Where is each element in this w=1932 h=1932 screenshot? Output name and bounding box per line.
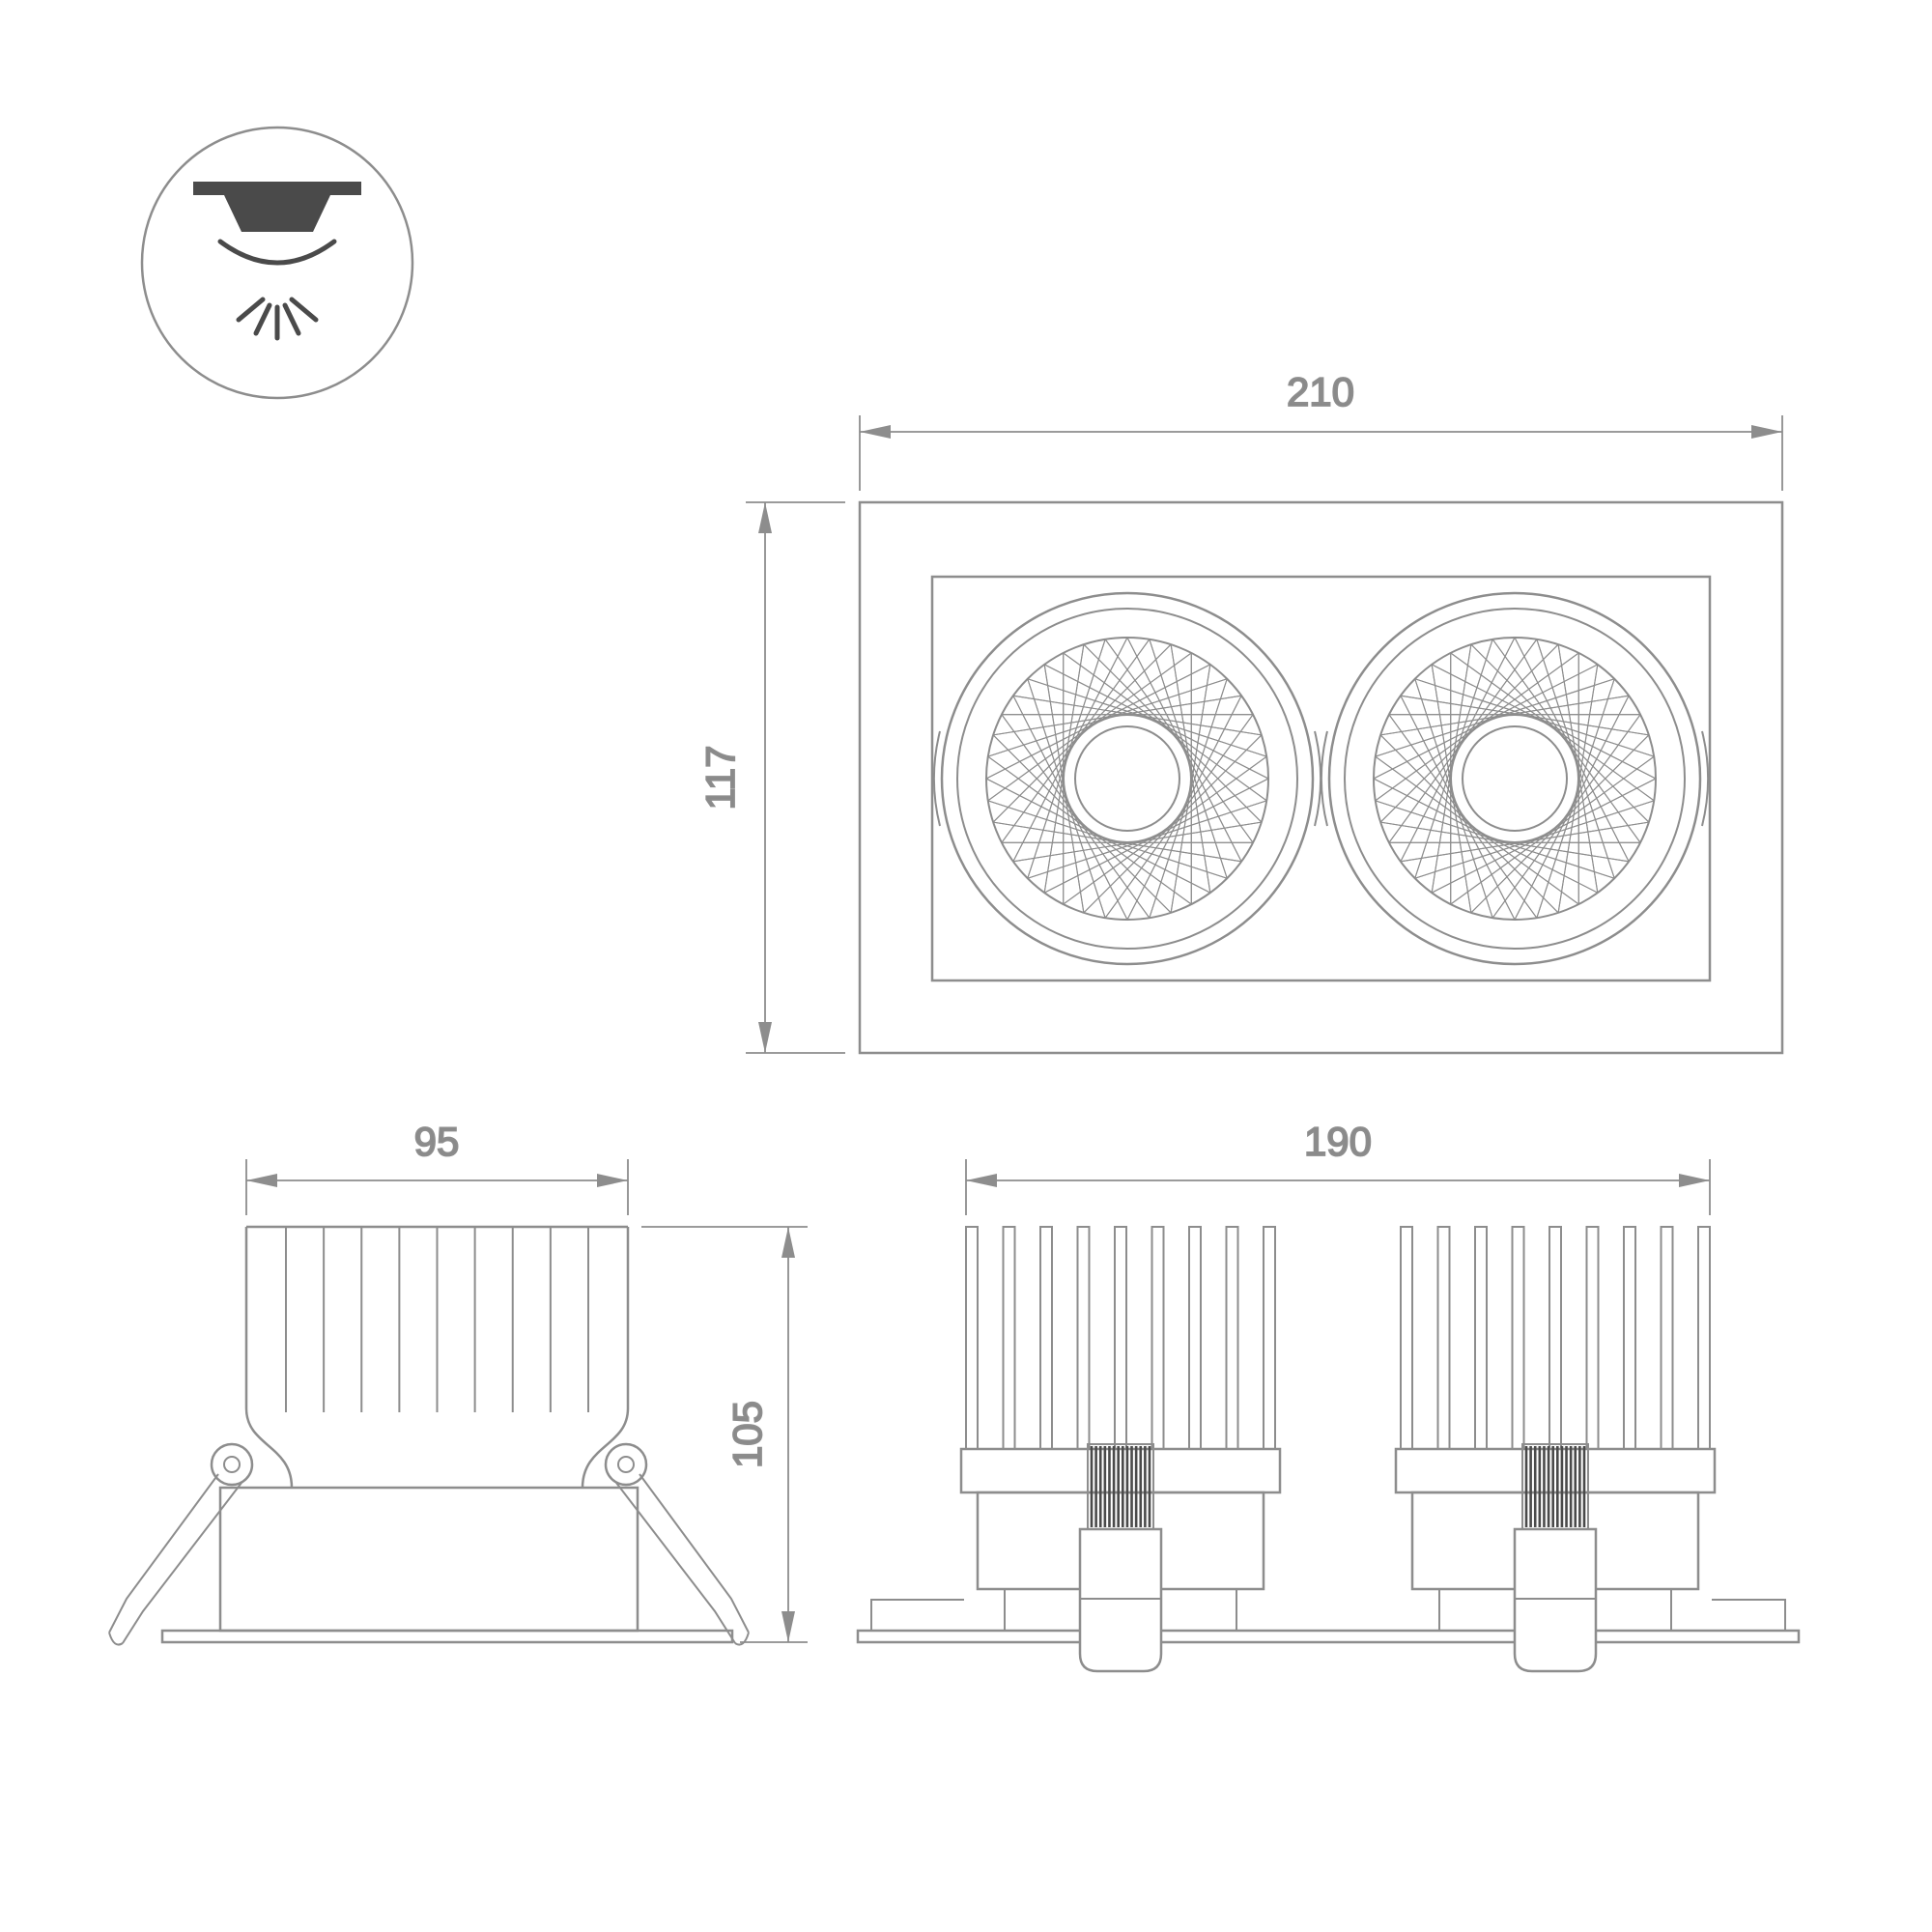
clip-spring-hatch <box>1090 1446 1151 1527</box>
heatsink-fins <box>1400 1226 1711 1450</box>
clip-bracket <box>1078 1527 1163 1673</box>
lamp-left <box>933 591 1321 966</box>
housing-edge-left <box>870 1599 964 1631</box>
dimension-label: 117 <box>697 746 743 810</box>
dimension-front-height: 117 <box>696 501 845 1054</box>
reflector-mesh <box>1373 637 1657 921</box>
gimbal-notch-right <box>1701 730 1709 827</box>
icon-lamp-body <box>224 195 330 232</box>
spring-clip-right <box>604 1442 750 1646</box>
clip-pivot <box>604 1442 648 1487</box>
clip-pivot-pin <box>223 1456 241 1473</box>
gimbal-notch-left <box>1321 730 1328 827</box>
icon-lamp-arc <box>217 239 337 266</box>
dimension-side-height: 105 <box>641 1226 808 1643</box>
trim-flange <box>160 1629 734 1644</box>
downlight-icon <box>140 126 414 400</box>
lamp-outer-ring <box>1327 591 1702 966</box>
mounting-flange <box>856 1629 1801 1644</box>
heatsink-base <box>1394 1447 1717 1494</box>
clip-spring-outline <box>1521 1443 1589 1530</box>
dimension-elevation-width: 190 <box>965 1118 1711 1215</box>
led-center <box>1074 725 1180 832</box>
gimbal-notch-right <box>1314 730 1321 827</box>
dimension-front-width: 210 <box>859 368 1783 491</box>
module-left <box>959 1226 1282 1673</box>
heatsink-fins <box>965 1226 1276 1450</box>
icon-circle <box>140 126 414 400</box>
clip-pivot-pin <box>617 1456 635 1473</box>
dimension-label: 190 <box>1304 1119 1372 1164</box>
front-outer-frame <box>858 500 1784 1055</box>
led-ring <box>1063 714 1192 843</box>
clip-pivot <box>210 1442 254 1487</box>
clip-bracket <box>1513 1527 1598 1673</box>
lamp-right <box>1321 591 1709 966</box>
heatsink-base <box>959 1447 1282 1494</box>
side-view <box>108 1225 750 1646</box>
dimension-label: 95 <box>414 1119 460 1164</box>
clip-spring-hatch <box>1524 1446 1586 1527</box>
led-center <box>1462 725 1568 832</box>
lamp-bezel-ring <box>956 608 1298 950</box>
dimension-label: 105 <box>724 1401 770 1468</box>
icon-light-rays <box>236 297 319 341</box>
reflector-rim <box>1373 637 1657 921</box>
reflector-rim <box>985 637 1269 921</box>
heatsink-fins <box>285 1227 589 1412</box>
reflector-mesh <box>985 637 1269 921</box>
clip-spring-outline <box>1087 1443 1154 1530</box>
lamp-outer-ring <box>940 591 1315 966</box>
lamp-bezel-ring <box>1344 608 1686 950</box>
led-ring <box>1450 714 1579 843</box>
clip-arm <box>108 1473 242 1646</box>
module-right <box>1394 1226 1717 1673</box>
spring-clip-left <box>108 1442 254 1646</box>
front-view <box>858 500 1784 1055</box>
dimension-label: 210 <box>1287 369 1354 414</box>
housing-edge-right <box>1712 1599 1786 1631</box>
front-inner-frame <box>930 575 1712 982</box>
gimbal-notch-left <box>933 730 941 827</box>
clip-arm <box>615 1473 750 1646</box>
icon-ceiling-bar <box>193 182 361 195</box>
elevation-view <box>856 1226 1801 1673</box>
trim-body <box>218 1486 639 1633</box>
dimension-side-width: 95 <box>245 1118 629 1215</box>
